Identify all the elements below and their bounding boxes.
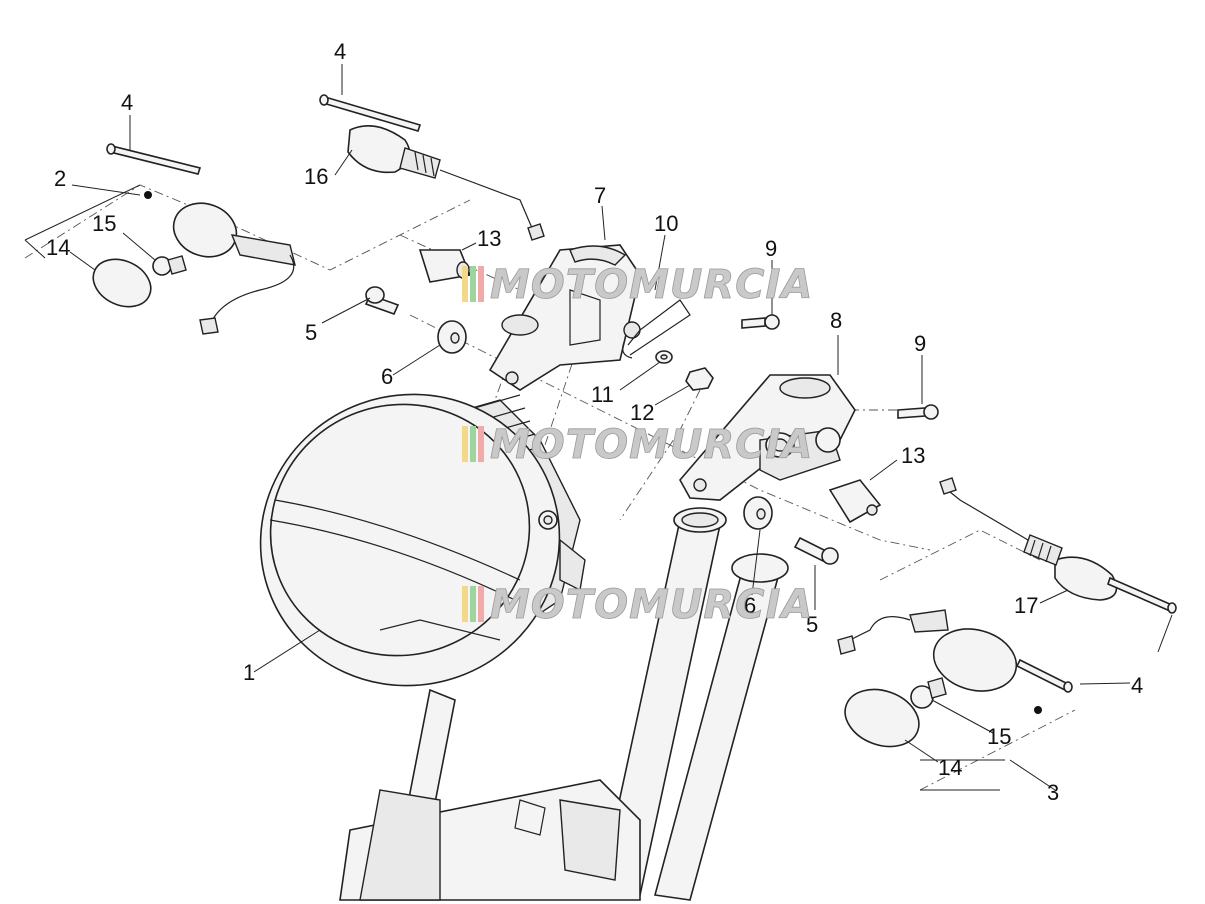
screw-5-upper: [364, 286, 400, 316]
screw-5-lower: [793, 536, 839, 565]
callout-9-a: 9: [765, 236, 777, 261]
watermark-stripe: [478, 426, 484, 462]
left-bracket: [488, 244, 641, 391]
callout-8: 8: [830, 308, 842, 333]
callout-3: 3: [1047, 780, 1059, 805]
marker-dot: [1034, 706, 1042, 714]
watermark-text: MOTOMURCIA: [490, 422, 813, 468]
watermark-logo: MOTOMURCIA: [462, 582, 813, 628]
callout-17: 17: [1014, 593, 1038, 618]
watermark-stripe: [478, 266, 484, 302]
callout-15-b: 15: [987, 724, 1011, 749]
bulb-right: [910, 677, 947, 709]
front-right-turn-signal: [837, 609, 1018, 692]
rubber-spacer-upper: [437, 320, 467, 354]
callout-2: 2: [54, 166, 66, 191]
callout-4-c: 4: [1131, 673, 1143, 698]
screw-4-right-lower: [1015, 658, 1073, 693]
callout-6-a: 6: [381, 364, 393, 389]
callout-9-b: 9: [914, 331, 926, 356]
watermark-stripe: [470, 266, 476, 302]
watermark-stripe: [470, 586, 476, 622]
watermark-stripe: [462, 586, 468, 622]
watermark-stripe: [462, 266, 468, 302]
watermarks: MOTOMURCIA MOTOMURCIA MOTOMURCIA: [462, 262, 813, 628]
callout-13-a: 13: [477, 226, 501, 251]
lens-right: [844, 688, 920, 748]
right-turn-signal-assembly: [939, 477, 1118, 601]
callout-14-b: 14: [938, 755, 962, 780]
headlight: [259, 393, 586, 687]
callout-4-a: 4: [121, 90, 133, 115]
cable-clip: [622, 299, 691, 359]
left-turn-signal-assembly: [347, 124, 545, 241]
callout-labels: 1 2 3 4 4 4 4 5 5 6 6 7 8 9 9 10 11 12 1…: [46, 39, 1143, 805]
front-left-turn-signal: [172, 202, 296, 335]
watermark-stripe: [462, 426, 468, 462]
screw-9-upper: [741, 314, 780, 330]
marker-dot: [144, 191, 152, 199]
screw-4-top: [319, 94, 422, 132]
washer: [655, 350, 673, 364]
callout-11: 11: [591, 382, 614, 407]
callout-12: 12: [630, 400, 654, 425]
lens-left: [92, 258, 152, 308]
right-bracket: [679, 374, 856, 501]
callout-10: 10: [654, 211, 678, 236]
watermark-logo: MOTOMURCIA: [462, 262, 813, 308]
bulb-left: [152, 255, 187, 276]
callout-5-b: 5: [806, 612, 818, 637]
nut: [685, 367, 714, 391]
watermark-text: MOTOMURCIA: [490, 582, 813, 628]
callout-13-b: 13: [901, 443, 925, 468]
screw-4-left: [106, 143, 202, 175]
screw-9-lower: [897, 404, 939, 420]
callout-15-a: 15: [92, 211, 116, 236]
callout-5-a: 5: [305, 320, 317, 345]
screw-4-right-upper: [1107, 576, 1177, 614]
watermark-text: MOTOMURCIA: [490, 262, 813, 308]
callout-16: 16: [304, 164, 328, 189]
rubber-spacer-lower: [743, 496, 773, 530]
fork-and-lower-frame: [339, 507, 789, 901]
callout-4-b: 4: [334, 39, 346, 64]
callout-7: 7: [594, 183, 606, 208]
callout-6-b: 6: [744, 593, 756, 618]
rubber-bushing-lower: [828, 479, 882, 524]
watermark-stripe: [470, 426, 476, 462]
watermark-logo: MOTOMURCIA: [462, 422, 813, 468]
watermark-stripe: [478, 586, 484, 622]
callout-1: 1: [243, 660, 255, 685]
callout-14-a: 14: [46, 235, 70, 260]
leader-lines: [24, 64, 1173, 791]
